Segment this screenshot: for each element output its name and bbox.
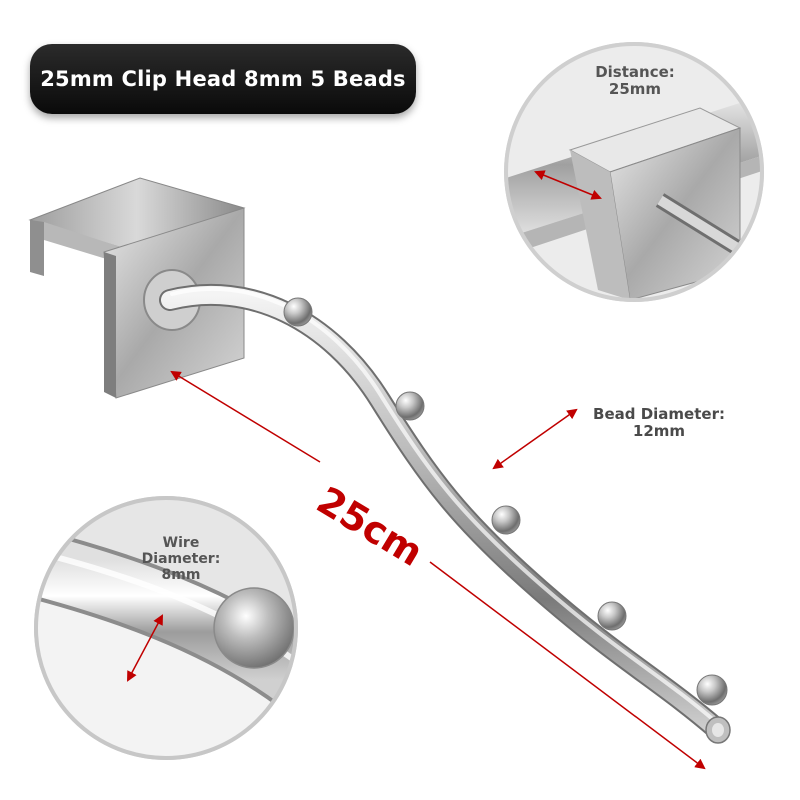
wire-detail-zoom: [34, 496, 298, 760]
bead: [597, 601, 627, 631]
bead-diameter-value: 12mm: [632, 422, 686, 441]
wire-diameter-line2: Diameter:: [141, 551, 221, 568]
length-dimension-line: [170, 370, 706, 770]
wire-diameter-label: Wire Diameter: 8mm: [126, 535, 236, 583]
hook-wire: [159, 283, 731, 744]
distance-value: 25mm: [608, 80, 662, 99]
clip-detail-zoom: [504, 42, 764, 302]
title-text: 25mm Clip Head 8mm 5 Beads: [40, 67, 406, 91]
bead-diameter-label: Bead Diameter: 12mm: [582, 405, 736, 441]
bead: [283, 297, 313, 327]
distance-arrow: [534, 170, 602, 200]
bead: [696, 674, 728, 706]
beads: [283, 297, 728, 706]
distance-label-text: Distance:: [595, 63, 675, 81]
bead: [491, 505, 521, 535]
bead-diameter-label-text: Bead Diameter:: [593, 405, 725, 423]
bead: [395, 391, 425, 421]
wire-diameter-value: 8mm: [161, 567, 201, 584]
distance-label: Distance: 25mm: [582, 63, 688, 99]
bead-diameter-arrow: [492, 408, 578, 470]
wire-diameter-arrow: [127, 614, 163, 682]
title-badge: 25mm Clip Head 8mm 5 Beads: [30, 44, 416, 114]
wire-diameter-line1: Wire: [162, 535, 200, 551]
